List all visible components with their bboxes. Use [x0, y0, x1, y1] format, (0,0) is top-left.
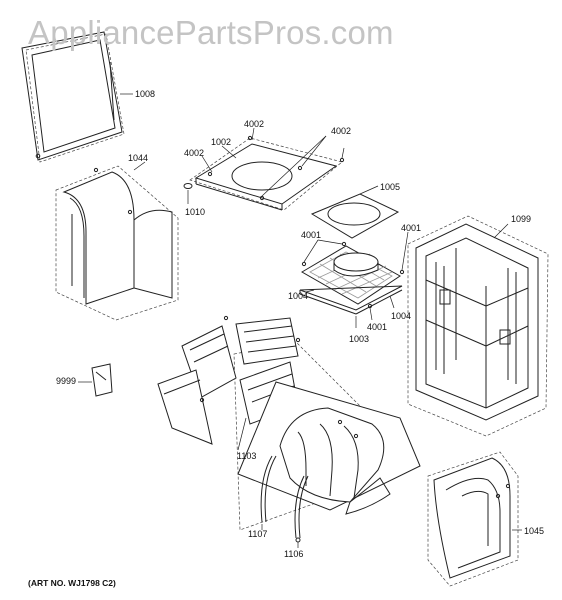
part-1005-gasket[interactable]	[310, 185, 400, 239]
callout-1107[interactable]: 1107	[248, 529, 268, 539]
callout-9999[interactable]: 9999	[56, 376, 77, 386]
callout-1002[interactable]: 1002	[211, 137, 232, 147]
callout-1099[interactable]: 1099	[511, 214, 532, 224]
part-1106-rod[interactable]	[294, 475, 309, 548]
callout-1004-right[interactable]: 1004	[391, 311, 412, 321]
callout-4002-top[interactable]: 4002	[244, 119, 265, 129]
part-9999-manual[interactable]	[78, 363, 113, 397]
callout-4001-right[interactable]: 4001	[401, 223, 422, 233]
part-1008-frame[interactable]	[21, 31, 133, 163]
callout-1004-left[interactable]: 1004	[288, 291, 309, 301]
part-1003-fan-mount[interactable]	[299, 231, 409, 328]
callout-1045[interactable]: 1045	[524, 526, 545, 536]
callout-4001-bottom[interactable]: 4001	[367, 322, 388, 332]
part-1010-clip[interactable]	[183, 183, 193, 205]
art-number: (ART NO. WJ1798 C2)	[28, 578, 116, 588]
watermark-text: AppliancePartsPros.com	[28, 14, 394, 51]
callout-1103[interactable]: 1103	[237, 451, 257, 461]
callout-1044[interactable]: 1044	[128, 153, 149, 163]
callout-1003[interactable]: 1003	[349, 334, 370, 344]
part-1045-duct[interactable]	[427, 451, 522, 587]
blower-housing-assembly[interactable]	[157, 315, 421, 531]
part-1044-duct[interactable]	[55, 161, 179, 321]
callout-1010[interactable]: 1010	[185, 207, 206, 217]
part-1002-top-plate[interactable]	[189, 127, 345, 211]
callout-4002-left[interactable]: 4002	[184, 148, 205, 158]
part-1107-rod[interactable]	[260, 455, 277, 530]
callout-1005[interactable]: 1005	[380, 182, 401, 192]
callout-1008[interactable]: 1008	[135, 89, 156, 99]
callout-1106[interactable]: 1106	[284, 549, 304, 559]
callout-4001-left[interactable]: 4001	[301, 230, 322, 240]
callout-4002-right[interactable]: 4002	[331, 126, 352, 136]
part-1099-housing[interactable]	[407, 215, 549, 437]
